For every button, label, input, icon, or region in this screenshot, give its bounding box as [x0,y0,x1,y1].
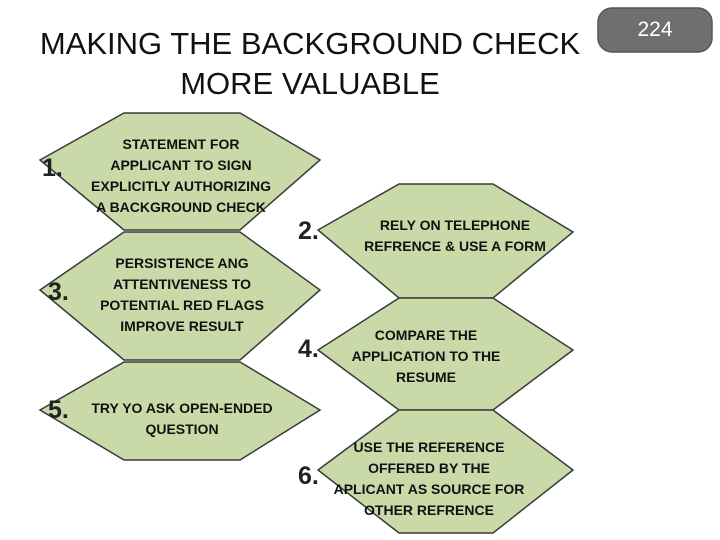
hex-4-line: RESUME [396,369,456,385]
hex-2-line: RELY ON TELEPHONE [379,217,531,233]
hex-1-line: STATEMENT FOR [122,136,240,152]
slide-title: MAKING THE BACKGROUND CHECK MORE VALUABL… [20,24,600,104]
hex-5-text: TRY YO ASK OPEN-ENDED QUESTION [72,398,292,440]
hex-3-line: ATTENTIVENESS TO [113,276,251,292]
hexagon-3 [38,231,322,361]
hexagon-5 [38,361,322,461]
hex-6-line: USE THE REFERENCE [353,439,505,455]
hex-3-line: IMPROVE RESULT [120,318,244,334]
hex-2-number: 2. [298,217,319,245]
hex-6-line: OFFERED BY THE [368,460,490,476]
hex-5-line: QUESTION [145,421,219,437]
page-number-badge: 224 [597,7,713,53]
hex-1-line: APPLICANT TO SIGN [110,157,252,173]
hex-3-line: PERSISTENCE ANG [115,255,249,271]
hex-1-number: 1. [42,154,63,182]
hex-6-line: OTHER REFRENCE [364,502,494,518]
hex-4-line: APPLICATION TO THE [351,348,501,364]
hex-6-line: APLICANT AS SOURCE FOR [333,481,525,497]
hexagon-6 [316,409,575,534]
hex-6-text: USE THE REFERENCE OFFERED BY THE APLICAN… [316,437,542,521]
hex-3-line: POTENTIAL RED FLAGS [100,297,264,313]
hex-3-text: PERSISTENCE ANG ATTENTIVENESS TO POTENTI… [72,253,292,337]
title-line-2: MORE VALUABLE [180,66,440,101]
hex-5-number: 5. [48,396,69,424]
hex-4-line: COMPARE THE [374,327,478,343]
title-line-1: MAKING THE BACKGROUND CHECK [39,26,581,61]
badge-shape [597,7,713,53]
hex-5-line: TRY YO ASK OPEN-ENDED [91,400,273,416]
hex-1-line: EXPLICITLY AUTHORIZING [91,178,271,194]
hexagon-1 [38,112,322,231]
hex-2-line: REFRENCE & USE A FORM [364,238,546,254]
hex-1-text: STATEMENT FOR APPLICANT TO SIGN EXPLICIT… [66,134,296,218]
hex-4-number: 4. [298,335,319,363]
hex-2-text: RELY ON TELEPHONE REFRENCE & USE A FORM [330,215,580,257]
hex-1-line: A BACKGROUND CHECK [96,199,266,215]
page-number: 224 [637,18,673,41]
hex-4-text: COMPARE THE APPLICATION TO THE RESUME [326,325,526,388]
hex-3-number: 3. [48,278,69,306]
hex-6-number: 6. [298,462,319,490]
